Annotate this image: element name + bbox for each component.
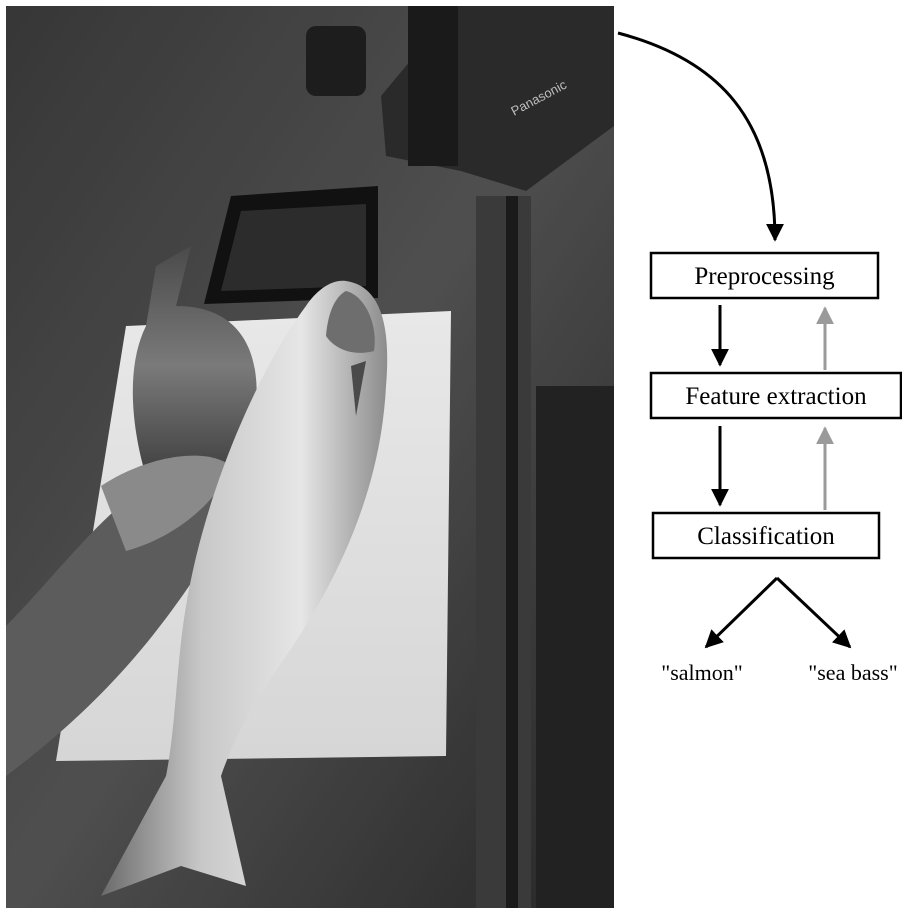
- feature-extraction-label: Feature extraction: [685, 383, 867, 410]
- classification-box: Classification: [651, 511, 881, 560]
- preprocessing-label: Preprocessing: [694, 263, 835, 290]
- sea-bass-fish: [132, 246, 257, 486]
- input-arrow: [617, 31, 784, 242]
- fish-conveyor-photo: Panasonic: [6, 6, 614, 908]
- camera-device: Panasonic: [306, 6, 614, 191]
- classification-label: Classification: [697, 523, 835, 550]
- feature-extraction-box: Feature extraction: [649, 371, 902, 420]
- output-arrow-salmon: [704, 576, 779, 649]
- output-sea-bass-label: "sea bass": [808, 660, 897, 685]
- output-arrow-sea-bass: [775, 576, 852, 649]
- preprocessing-box: Preprocessing: [649, 251, 880, 300]
- conveyor-rail: [476, 196, 531, 908]
- left-fish: [6, 456, 234, 776]
- salmon-fish: [101, 280, 388, 897]
- output-salmon-label: "salmon": [661, 660, 743, 685]
